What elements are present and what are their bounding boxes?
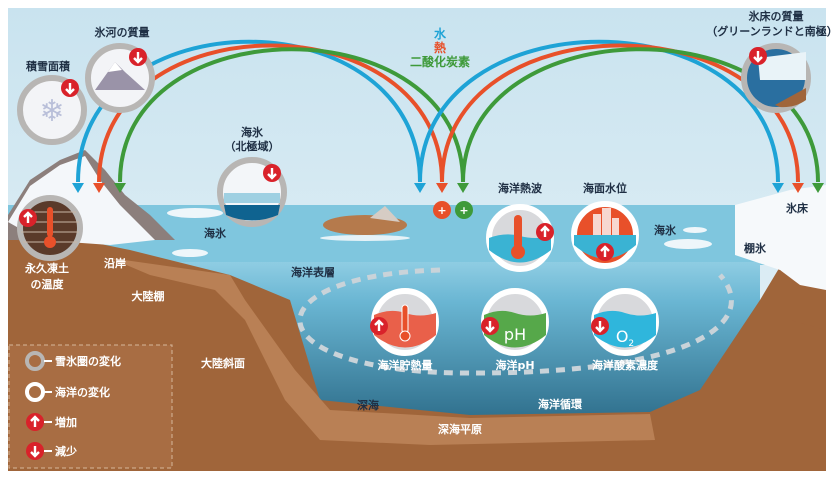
island-wave	[320, 235, 410, 241]
flux-label-co2: 二酸化炭素	[410, 54, 470, 69]
o2-subscript: 2	[628, 339, 634, 349]
legend-ocean-change: 海洋の変化	[55, 385, 110, 399]
continental-shelf-slope	[110, 258, 655, 445]
thermometer-icon	[44, 207, 56, 248]
ph-glyph: pH	[504, 325, 526, 344]
cryosphere-ring-icon	[25, 351, 45, 371]
legend-decrease: 減少	[55, 444, 77, 458]
label-sea-ice-arctic-region: （北極域）	[225, 139, 280, 153]
thermometer-icon	[511, 215, 525, 259]
sea-level-indicator	[571, 201, 639, 269]
co2-arc-right	[461, 47, 820, 183]
permafrost-temperature-indicator	[17, 195, 83, 261]
decrease-icon	[24, 440, 46, 462]
mountain-icon	[95, 62, 145, 90]
label-ocean-circulation: 海洋循環	[538, 397, 583, 411]
ice-sheet-shape	[735, 185, 826, 300]
decrease-icon	[589, 315, 611, 337]
label-deep-ocean: 深海	[357, 398, 379, 412]
increase-icon	[368, 315, 390, 337]
ice-floe	[683, 227, 707, 233]
label-sea-ice-arctic: 海氷	[241, 125, 264, 139]
label-ice-sheet-region: （グリーンランドと南極）	[706, 24, 833, 38]
legend: 雪氷圏の変化 海洋の変化 増加 減少	[8, 344, 173, 469]
thermometer-icon	[399, 304, 411, 342]
ocean-heat-content-indicator	[368, 288, 439, 356]
label-surface-ocean: 海洋表層	[291, 265, 335, 279]
label-marine-heatwave: 海洋熱波	[498, 181, 543, 195]
snowflake-icon: ❄	[39, 94, 64, 129]
flux-label-water: 水	[434, 26, 447, 41]
label-snow-cover: 積雪面積	[25, 59, 71, 73]
label-ice-sheet-mass: 氷床の質量	[749, 9, 804, 23]
co2-arc-left	[118, 47, 465, 183]
ice-floe	[664, 239, 712, 249]
label-permafrost: 永久凍土	[24, 261, 69, 275]
plus-icon: +	[437, 204, 446, 217]
increase-icon	[534, 221, 556, 243]
marine-heatwave-indicator	[486, 204, 556, 272]
label-ocean-ph: 海洋pH	[495, 358, 534, 372]
legend-increase: 増加	[55, 415, 77, 429]
water-arc-left	[76, 39, 422, 183]
ocean-ph-indicator: pH	[479, 288, 549, 356]
island-hill	[370, 206, 400, 222]
decrease-icon	[127, 46, 149, 68]
label-abyssal-plain: 深海平原	[438, 422, 482, 436]
ocean-oxygen-indicator: O2	[589, 288, 659, 356]
arctic-sea-ice-indicator	[217, 157, 287, 227]
label-coast: 沿岸	[104, 256, 126, 270]
ocean-circulation-loop	[297, 267, 734, 376]
label-continental-slope: 大陸斜面	[201, 356, 245, 370]
flux-arcs	[72, 39, 824, 193]
label-ice-shelf: 棚氷	[744, 241, 767, 255]
ice-floe	[172, 249, 208, 257]
plus-icon: +	[459, 204, 468, 217]
snow-cover-indicator: ❄	[17, 75, 87, 145]
heat-arc-left	[97, 43, 444, 183]
increase-icon	[24, 411, 46, 433]
city-icon	[593, 208, 619, 236]
legend-cryosphere-change: 雪氷圏の変化	[55, 354, 121, 368]
ice-sheet-mass-indicator	[741, 43, 811, 113]
decrease-icon	[261, 162, 283, 184]
heat-uptake-badge: +	[433, 201, 451, 219]
ice-sheet-bedrock	[780, 270, 826, 330]
label-ocean-heat-content: 海洋貯熱量	[378, 358, 433, 372]
label-ice-sheet: 氷床	[786, 201, 809, 215]
o2-glyph: O2	[616, 327, 634, 349]
ice-floe	[167, 208, 223, 218]
increase-icon	[594, 241, 616, 263]
glacier-mass-indicator	[85, 43, 155, 113]
increase-icon	[17, 207, 39, 229]
water-arc-right	[418, 39, 780, 183]
decrease-icon	[747, 45, 769, 67]
label-glacier-mass: 氷河の質量	[95, 25, 150, 39]
label-continental-shelf: 大陸棚	[132, 289, 165, 303]
label-ocean-oxygen: 海洋酸素濃度	[592, 358, 659, 372]
flux-label-heat: 熱	[434, 40, 446, 55]
decrease-icon	[59, 77, 81, 99]
o2-letter: O	[616, 327, 629, 346]
ocean-ring-icon	[25, 382, 45, 402]
arrowheads	[72, 183, 824, 193]
heat-arc-right	[440, 43, 800, 183]
label-sea-ice-left: 海氷	[204, 226, 227, 240]
label-sea-ice-right: 海氷	[654, 223, 677, 237]
label-sea-level: 海面水位	[583, 181, 627, 195]
decrease-icon	[479, 315, 501, 337]
label-permafrost-temp: の温度	[31, 277, 65, 291]
co2-uptake-badge: +	[455, 201, 473, 219]
